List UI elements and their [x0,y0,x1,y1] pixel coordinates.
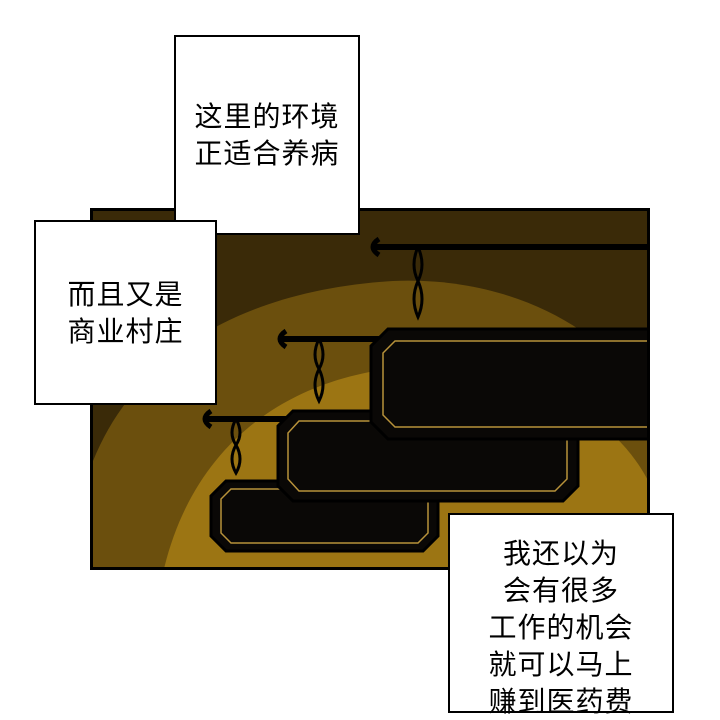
speech-bubble-top: 这里的环境 正适合养病 [174,35,360,235]
bubble-line: 而且又是 [67,277,184,311]
speech-bubble-left: 而且又是 商业村庄 [34,220,217,405]
bubble-line: 我还以为 [502,537,619,570]
bubble-line: 会有很多 [502,574,619,607]
bubble-line: 就可以马上 [488,648,634,681]
comic-panel [90,208,650,570]
bubble-line: 赚到医药费 [488,685,634,718]
bubble-line: 正适合养病 [194,137,340,170]
shop-signs-illustration [93,211,647,567]
bubble-line: 这里的环境 [194,100,340,133]
bubble-line: 工作的机会 [488,611,634,644]
speech-bubble-bottom: 我还以为 会有很多 工作的机会 就可以马上 赚到医药费 [448,513,674,718]
bubble-line: 商业村庄 [67,314,184,348]
shop-sign-back [369,236,647,441]
